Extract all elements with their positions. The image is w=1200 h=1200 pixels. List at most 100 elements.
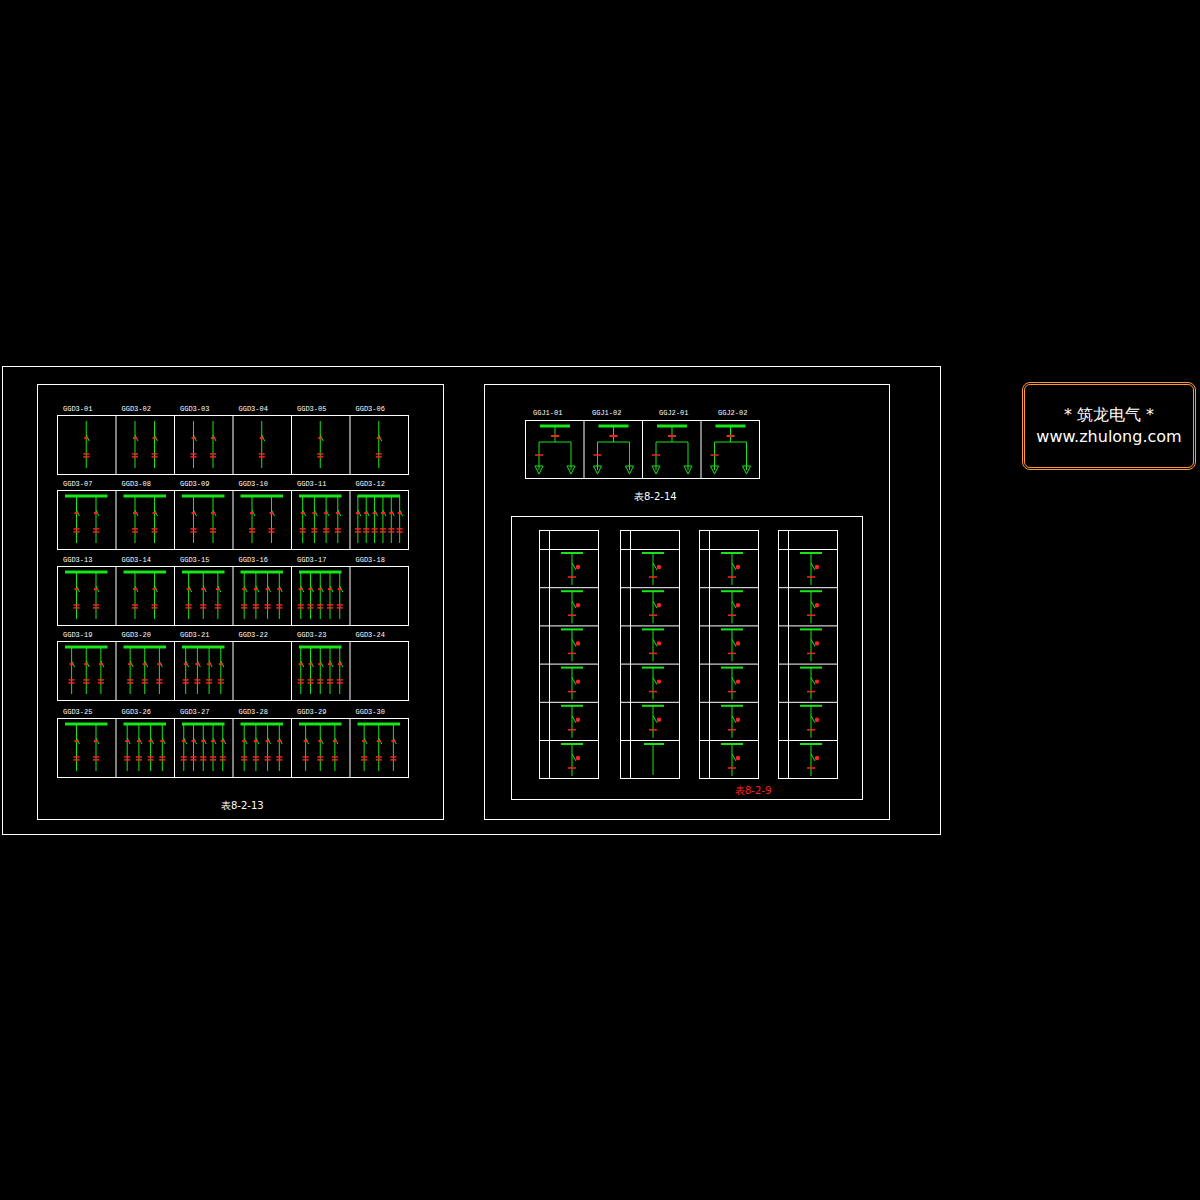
ct-mark <box>728 653 736 655</box>
feeder-wire <box>96 572 97 619</box>
relay-mark <box>736 679 740 683</box>
row-divider <box>620 625 679 626</box>
feeder-wire <box>193 421 194 468</box>
ct-mark <box>253 604 259 606</box>
ct-mark <box>807 729 815 731</box>
ct-mark <box>253 607 259 609</box>
scheme-number: GGD3-02 <box>122 405 151 413</box>
busbar <box>241 723 284 726</box>
contact-mark <box>266 588 270 590</box>
feeder-wire <box>330 572 331 619</box>
row-divider <box>699 625 758 626</box>
contact-mark <box>299 663 303 665</box>
ct-mark <box>74 759 80 761</box>
row-divider <box>620 740 679 741</box>
feeder-wire <box>310 647 311 694</box>
ct-mark <box>210 453 216 455</box>
row-divider <box>778 625 837 626</box>
contact-mark <box>242 740 246 742</box>
row-divider <box>539 625 598 626</box>
ct-mark <box>376 456 382 458</box>
cell-divider <box>174 490 175 549</box>
relay-mark <box>576 565 580 569</box>
feeder-wire <box>76 572 77 619</box>
scheme-number: GGD3-08 <box>122 480 151 488</box>
cell-divider <box>350 415 351 474</box>
cell-divider <box>233 490 234 549</box>
switch-blade <box>811 754 815 761</box>
switch-blade <box>811 639 815 646</box>
ct-mark <box>327 682 333 684</box>
feeder-wire <box>339 572 340 619</box>
ct-mark <box>98 679 104 681</box>
contact-mark <box>133 512 137 514</box>
ct-mark <box>93 759 99 761</box>
switch-blade <box>732 639 736 646</box>
ct-mark <box>152 531 158 533</box>
ct-mark <box>191 453 197 455</box>
feeder-wire <box>193 724 194 771</box>
feeder-wire <box>310 572 311 619</box>
feeder-wire <box>715 442 747 443</box>
row-divider <box>539 702 598 703</box>
scheme-number: GGD3-27 <box>180 708 209 716</box>
table-row <box>58 491 409 550</box>
ct-mark <box>317 607 323 609</box>
switch-blade <box>572 563 576 570</box>
feeder-wire <box>213 496 214 543</box>
ct-mark <box>183 679 189 681</box>
feeder-wire <box>391 496 392 543</box>
contact-mark <box>192 512 196 514</box>
switch-blade <box>811 716 815 723</box>
feeder-wire <box>267 572 268 619</box>
contact-mark <box>153 512 157 514</box>
scheme-number: GGD3-13 <box>63 556 92 564</box>
scheme-number: GGD3-30 <box>356 708 385 716</box>
contact-mark <box>187 588 191 590</box>
contact-mark <box>333 740 337 742</box>
feeder-wire <box>244 724 245 771</box>
feeder-wire <box>138 724 139 771</box>
scheme-number: GGJ1-01 <box>533 409 562 417</box>
busbar <box>65 495 108 498</box>
ct-mark <box>380 531 386 533</box>
ct-mark <box>323 531 329 533</box>
feeder-wire <box>71 647 72 694</box>
capacitor-symbol <box>594 466 602 474</box>
feeder-wire <box>598 442 630 443</box>
ct-mark <box>303 756 309 758</box>
ct-mark <box>218 679 224 681</box>
busbar <box>241 495 284 498</box>
ct-mark <box>308 679 314 681</box>
feeder-wire <box>154 496 155 543</box>
table-row <box>526 421 760 479</box>
row-divider <box>778 549 837 550</box>
capacitor-symbol <box>626 466 634 474</box>
contact-mark <box>304 740 308 742</box>
row-divider <box>539 740 598 741</box>
contact-mark <box>219 663 223 665</box>
contact-mark <box>277 740 281 742</box>
cell-divider <box>116 566 117 625</box>
cell-divider <box>291 718 292 777</box>
switch-blade <box>653 563 657 570</box>
scheme-number: GGD3-24 <box>356 631 385 639</box>
feeder-wire <box>300 647 301 694</box>
feeder-wire <box>183 724 184 771</box>
cell-divider <box>174 566 175 625</box>
ct-mark <box>376 759 382 761</box>
ct-mark <box>568 729 576 731</box>
ct-mark <box>807 691 815 693</box>
switch-blade <box>572 716 576 723</box>
ct-mark <box>83 456 89 458</box>
relay-mark <box>576 603 580 607</box>
contact-mark <box>377 437 381 439</box>
busbar <box>299 495 342 498</box>
ct-mark <box>317 604 323 606</box>
contact-mark <box>362 740 366 742</box>
ct-mark <box>317 456 323 458</box>
ct-mark <box>355 528 361 530</box>
ct-mark <box>335 528 341 530</box>
cell-divider <box>701 420 702 478</box>
relay-mark <box>815 756 819 760</box>
